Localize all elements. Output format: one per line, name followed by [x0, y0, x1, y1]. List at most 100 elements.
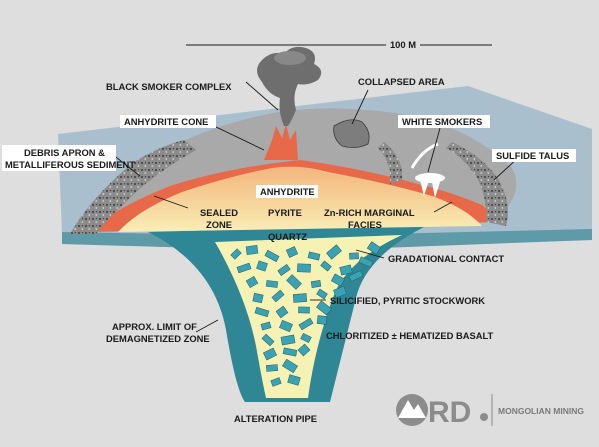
sulfide-talus: [446, 142, 508, 226]
logo-company: MONGOLIAN MINING: [498, 406, 584, 416]
label-sealed-line2: ZONE: [206, 219, 232, 230]
stockwork-fragment: [286, 274, 302, 290]
stockwork-fragment: [262, 347, 278, 361]
label-white-smokers: WHITE SMOKERS: [402, 116, 482, 127]
label-zn-line1: Zn-RICH MARGINAL: [324, 207, 415, 218]
label-black-smoker-complex: BLACK SMOKER COMPLEX: [106, 81, 232, 92]
stockwork-fragment: [339, 264, 353, 276]
leader-demag-zone: [195, 319, 219, 333]
stockwork-fragment: [230, 248, 242, 260]
leader-gradational-contact: [355, 249, 385, 259]
stockwork-fragment: [282, 347, 298, 357]
stockwork-fragment: [300, 332, 312, 344]
stockwork-fragment: [358, 256, 374, 268]
stockwork-fragment: [310, 280, 322, 288]
white-smoker-chimney-2: [432, 182, 440, 198]
stockwork-fragment: [316, 315, 328, 325]
leader-sealed-zone: [153, 195, 189, 209]
stockwork-fragment: [256, 260, 268, 272]
label-pyrite: PYRITE: [268, 207, 302, 218]
massive-sulfide-core: [118, 166, 482, 232]
stockwork-fragment: [252, 292, 264, 304]
label-anhydrite: ANHYDRITE: [260, 186, 315, 197]
white-smoker-plume: [415, 173, 445, 183]
leader-zn-facies: [433, 201, 453, 213]
stockwork-fragment: [298, 317, 314, 331]
stockwork-fragment: [270, 377, 282, 387]
stockwork-fragment: [260, 321, 272, 331]
stockwork-fragment: [265, 364, 279, 372]
label-chloritized: CHLORITIZED ± HEMATIZED BASALT: [326, 330, 494, 341]
anhydrite-cone: [264, 124, 298, 160]
stockwork-fragment: [254, 306, 270, 318]
stockwork-fragment: [307, 251, 321, 261]
stockwork-fragment: [279, 319, 293, 333]
collapsed-area-pit: [333, 119, 370, 148]
stockwork-fragment: [316, 288, 328, 300]
stockwork-fragment: [297, 343, 311, 357]
sulfide-mound: [92, 108, 517, 228]
debris-apron: [70, 140, 196, 234]
label-box-anhydrite: [256, 185, 318, 198]
stockwork-fragment: [298, 306, 310, 314]
stockwork-fragment: [261, 333, 275, 347]
stockwork-fragment: [333, 286, 347, 298]
label-debris-line2: METALLIFEROUS SEDIMENT: [5, 159, 135, 170]
label-demag-line2: DEMAGNETIZED ZONE: [106, 333, 210, 344]
label-box-debris-apron: [2, 145, 116, 171]
leader-white-smokers: [427, 127, 441, 173]
label-collapsed-area: COLLAPSED AREA: [358, 76, 445, 87]
scale-bar-label: 100 M: [390, 39, 416, 50]
stockwork-fragment: [236, 262, 252, 274]
stockwork-zone: [215, 235, 402, 398]
stockwork-fragment: [264, 249, 280, 263]
leader-collapsed-area: [351, 89, 369, 125]
stockwork-fragment: [330, 273, 346, 287]
stockwork-fragment: [271, 289, 285, 303]
leader-anhydrite-cone: [213, 125, 265, 151]
logo-mountain-icon: [398, 400, 426, 418]
logo-mark: RD: [428, 396, 471, 429]
label-anhydrite-cone: ANHYDRITE CONE: [124, 116, 208, 127]
stockwork-fragments: [230, 241, 382, 387]
stockwork-fragment: [326, 244, 342, 260]
label-gradational-contact: GRADATIONAL CONTACT: [388, 253, 504, 264]
white-smoker-chimney-1: [420, 180, 429, 196]
stockwork-fragment: [275, 305, 289, 319]
stockwork-fragment: [277, 264, 291, 276]
stockwork-fragment: [348, 270, 364, 282]
label-stockwork: SILICIFIED, PYRITIC STOCKWORK: [330, 295, 485, 306]
leader-black-smoker: [245, 81, 279, 111]
black-smoker-plume: [257, 46, 322, 126]
stockwork-fragment: [265, 280, 279, 288]
label-quartz: QUARTZ: [268, 231, 307, 242]
label-box-anhydrite-cone: [120, 115, 216, 128]
label-alteration-pipe: ALTERATION PIPE: [234, 413, 317, 424]
logo-dot-icon: [480, 413, 488, 421]
label-zn-line2: FACIES: [348, 219, 382, 230]
company-logo: RD MONGOLIAN MINING: [396, 394, 584, 429]
stockwork-fragment: [280, 334, 296, 346]
label-demag-line1: APPROX. LIMIT OF: [112, 321, 197, 332]
stockwork-fragment: [297, 263, 311, 273]
stockwork-fragment: [245, 244, 259, 256]
stockwork-fragment: [285, 246, 299, 258]
stockwork-fragment: [366, 241, 382, 255]
label-sealed-line1: SEALED: [200, 207, 238, 218]
stockwork-fragment: [320, 260, 332, 272]
leader-debris-apron: [111, 153, 141, 177]
label-box-white-smokers: [398, 115, 490, 128]
label-box-sulfide-talus: [492, 149, 576, 162]
label-sulfide-talus: SULFIDE TALUS: [496, 150, 569, 161]
stockwork-fragment: [316, 300, 332, 316]
talus-inner: [378, 142, 403, 184]
black-smoker-cap: [274, 51, 306, 65]
stockwork-fragment: [292, 293, 308, 303]
stockwork-fragment: [245, 275, 259, 289]
label-debris-line1: DEBRIS APRON &: [24, 147, 105, 158]
stockwork-fragment: [349, 252, 359, 260]
stockwork-fragment: [282, 358, 298, 374]
stockwork-fragment: [287, 374, 301, 386]
